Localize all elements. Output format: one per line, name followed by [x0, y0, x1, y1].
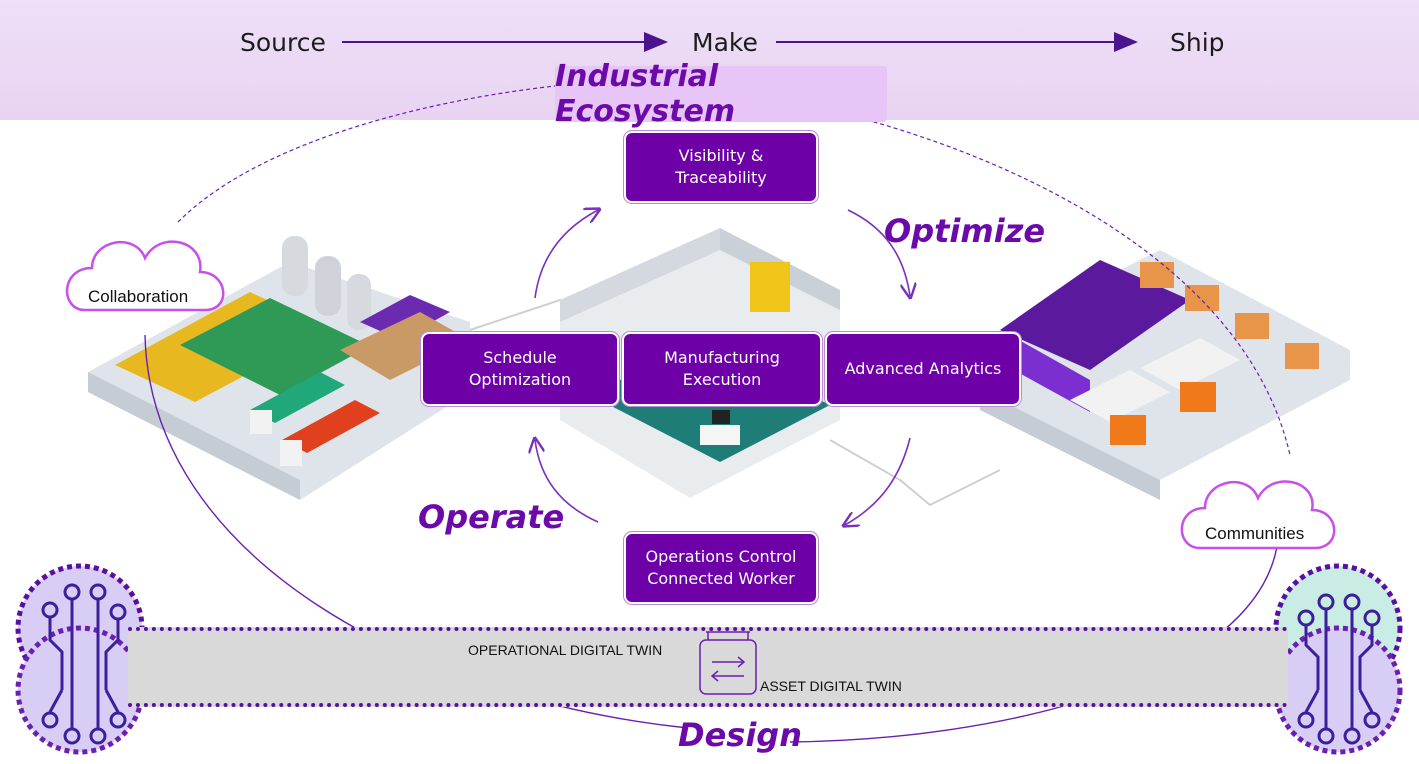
optimize-label: Optimize [884, 212, 1046, 250]
ecosystem-arc-right [859, 117, 1291, 456]
cycle-arrow-up-left [534, 210, 598, 299]
operations-control-box[interactable]: Operations Control Connected Worker [624, 532, 818, 604]
monitor-icon [712, 410, 730, 424]
flow-ship-label: Ship [1170, 28, 1225, 57]
circuit-icon [15, 563, 145, 755]
truck-icon [250, 372, 345, 423]
flow-make-label: Make [692, 28, 758, 57]
box-icon [1285, 343, 1319, 369]
advanced-analytics-label: Advanced Analytics [844, 359, 1002, 378]
visibility-traceability-label: Visibility & Traceability [675, 146, 767, 187]
manufacturing-execution-label: Manufacturing Execution [664, 348, 780, 389]
cycle-arrow-up-left-lower [535, 440, 599, 523]
schedule-optimization-label: Schedule Optimization [468, 348, 572, 389]
cycle-arrow-down-right [847, 209, 910, 296]
silo-icon [282, 236, 308, 296]
circuit-icon [1273, 563, 1403, 755]
box-icon [1140, 262, 1174, 288]
cycle-arrow-down-left [845, 437, 911, 525]
advanced-analytics-box[interactable]: Advanced Analytics [825, 332, 1021, 406]
box-icon [1235, 313, 1269, 339]
silo-icon [315, 256, 341, 316]
asset-digital-twin-label: ASSET DIGITAL TWIN [760, 678, 902, 694]
visibility-traceability-box[interactable]: Visibility & Traceability [624, 131, 818, 203]
manufacturing-execution-box[interactable]: Manufacturing Execution [622, 332, 822, 406]
operate-label: Operate [418, 498, 565, 536]
truck-icon [1070, 370, 1170, 422]
box-icon [1185, 285, 1219, 311]
industrial-ecosystem-label: Industrial Ecosystem [555, 59, 887, 129]
cloud-icon [65, 240, 225, 312]
digital-twin-band [128, 627, 1288, 707]
truck-icon [282, 400, 380, 453]
ecosystem-arc-left [177, 85, 556, 223]
design-label: Design [678, 716, 802, 754]
farm-platform-illustration [88, 236, 470, 500]
operational-digital-twin-label: OPERATIONAL DIGITAL TWIN [468, 642, 663, 658]
operations-control-label: Operations Control Connected Worker [645, 547, 797, 588]
flow-source-label: Source [240, 28, 326, 57]
truck-icon [1140, 338, 1240, 390]
silo-icon [347, 274, 371, 330]
cloud-icon [1180, 480, 1336, 550]
communities-label: Communities [1205, 524, 1305, 543]
collaboration-label: Collaboration [88, 287, 189, 306]
design-arc-left [144, 334, 689, 729]
schedule-optimization-box[interactable]: Schedule Optimization [421, 332, 619, 406]
warehouse-illustration [980, 250, 1350, 500]
